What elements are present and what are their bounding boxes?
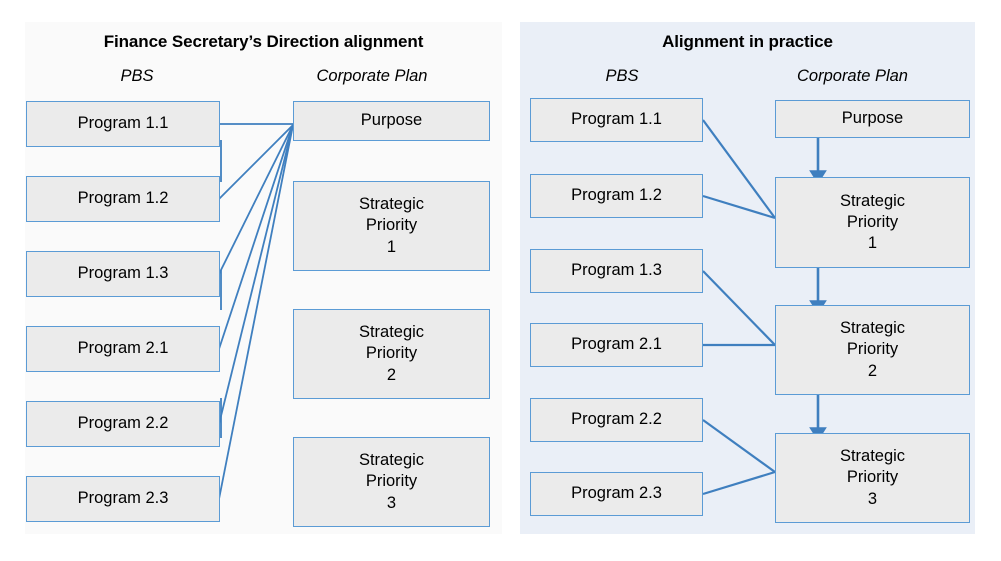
node-strategic-priority-1[interactable]: Strategic Priority 1 — [293, 181, 490, 271]
node-strategic-priority-1[interactable]: Strategic Priority 1 — [775, 177, 970, 268]
column-header-pbs-left: PBS — [120, 67, 154, 85]
connector-program-1-2-to-sp1 — [702, 194, 776, 220]
column-header-corporate-plan-left: Corporate Plan — [316, 67, 428, 85]
node-program-2-2[interactable]: Program 2.2 — [530, 398, 703, 442]
node-program-1-1[interactable]: Program 1.1 — [26, 101, 220, 147]
node-program-2-2[interactable]: Program 2.2 — [26, 401, 220, 447]
connector-program-2-1-to-purpose — [218, 124, 294, 350]
connector-program-1-2-to-purpose — [218, 124, 294, 200]
connector-program-1-1-to-sp1 — [702, 119, 776, 219]
node-purpose[interactable]: Purpose — [775, 100, 970, 138]
node-program-1-3[interactable]: Program 1.3 — [530, 249, 703, 293]
node-program-1-2[interactable]: Program 1.2 — [26, 176, 220, 222]
connector-program-2-3-to-sp3 — [702, 470, 776, 496]
node-program-2-1[interactable]: Program 2.1 — [26, 326, 220, 372]
node-program-1-2[interactable]: Program 1.2 — [530, 174, 703, 218]
node-program-1-3[interactable]: Program 1.3 — [26, 251, 220, 297]
panel-alignment-in-practice: Alignment in practice PBS Corporate Plan… — [520, 22, 975, 534]
node-strategic-priority-3[interactable]: Strategic Priority 3 — [293, 437, 490, 527]
panel-title-right: Alignment in practice — [662, 32, 833, 51]
node-program-2-3[interactable]: Program 2.3 — [26, 476, 220, 522]
panel-finance-secretary-direction: Finance Secretary’s Direction alignment … — [25, 22, 502, 534]
connector-program-1-3-to-sp2 — [702, 270, 776, 346]
node-program-2-3[interactable]: Program 2.3 — [530, 472, 703, 516]
column-header-pbs-right: PBS — [605, 67, 639, 85]
node-program-2-1[interactable]: Program 2.1 — [530, 323, 703, 367]
node-purpose[interactable]: Purpose — [293, 101, 490, 141]
connector-program-2-2-to-purpose — [218, 124, 294, 425]
connector-program-2-2-to-sp3 — [702, 419, 776, 473]
connector-program-2-3-to-purpose — [218, 124, 294, 500]
column-header-corporate-plan-right: Corporate Plan — [797, 67, 908, 85]
connector-program-1-3-to-purpose — [218, 124, 294, 275]
node-strategic-priority-2[interactable]: Strategic Priority 2 — [775, 305, 970, 395]
node-strategic-priority-3[interactable]: Strategic Priority 3 — [775, 433, 970, 523]
node-strategic-priority-2[interactable]: Strategic Priority 2 — [293, 309, 490, 399]
node-program-1-1[interactable]: Program 1.1 — [530, 98, 703, 142]
panel-title-left: Finance Secretary’s Direction alignment — [103, 32, 424, 51]
